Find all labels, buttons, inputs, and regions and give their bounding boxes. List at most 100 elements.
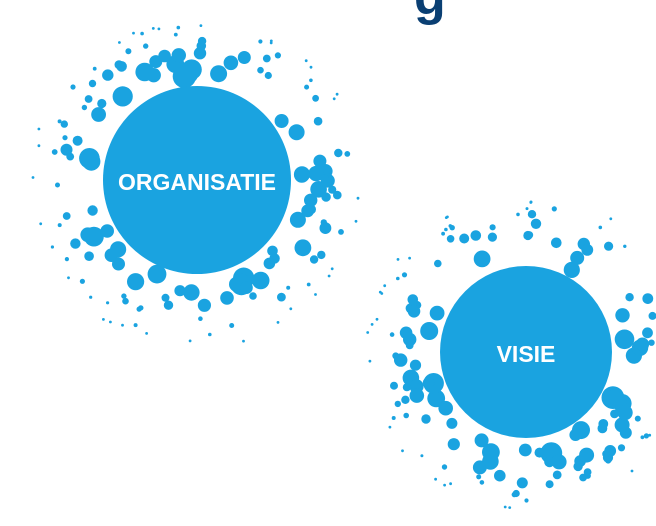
organisatie-dot <box>39 222 43 226</box>
organisatie-dot <box>37 127 41 131</box>
visie-dot <box>525 207 529 211</box>
organisatie-dot <box>183 284 200 301</box>
visie-dot <box>516 212 520 217</box>
organisatie-dot <box>317 250 326 260</box>
visie-dot <box>552 470 562 480</box>
organisatie-dot <box>116 61 127 72</box>
visie-dot <box>479 480 485 485</box>
organisatie-dot <box>57 223 62 228</box>
organisatie-dot <box>67 276 70 280</box>
visie-dot <box>409 388 425 403</box>
visie-dot <box>648 311 656 320</box>
visie-dot <box>388 425 392 429</box>
visie-dot <box>438 400 454 416</box>
organisatie-dot <box>197 36 207 46</box>
visie-dot <box>427 389 446 408</box>
visie-dot <box>408 256 411 260</box>
organisatie-circle[interactable] <box>103 86 291 274</box>
organisatie-dot <box>269 41 273 45</box>
visie-dot <box>545 480 554 489</box>
organisatie-dot <box>88 79 97 88</box>
visie-dot <box>444 227 448 232</box>
visie-dot <box>643 433 650 439</box>
visie-dot <box>420 454 424 458</box>
organisatie-dot <box>149 55 163 69</box>
visie-dot <box>447 438 460 451</box>
visie-dot <box>473 250 491 268</box>
organisatie-dot <box>267 245 278 257</box>
organisatie-dot <box>84 251 94 261</box>
visie-dot <box>527 210 537 219</box>
organisatie-dot <box>173 32 178 37</box>
visie-dot <box>642 327 653 339</box>
visie-dot <box>581 244 594 256</box>
visie-dot <box>551 237 562 249</box>
visie-dot <box>518 443 532 457</box>
organisatie-cluster: ORGANISATIE <box>31 24 360 343</box>
visie-dot <box>625 293 634 302</box>
visie-dot <box>391 416 396 420</box>
organisatie-dot <box>151 27 155 30</box>
organisatie-dot <box>193 47 207 60</box>
organisatie-dot <box>145 332 149 335</box>
organisatie-dot <box>330 267 334 271</box>
organisatie-dot <box>50 245 55 249</box>
organisatie-dot <box>91 107 106 122</box>
organisatie-dot <box>333 190 342 200</box>
visie-dot <box>368 359 372 363</box>
organisatie-dot <box>198 300 208 310</box>
organisatie-dot <box>304 84 310 90</box>
organisatie-dot <box>319 222 332 235</box>
visie-dot <box>401 449 404 453</box>
organisatie-dot <box>210 65 228 83</box>
visie-dot <box>604 445 617 457</box>
visie-dot <box>407 305 421 318</box>
organisatie-dot <box>92 66 97 71</box>
visie-dot <box>623 244 627 248</box>
organisatie-dot <box>143 43 149 49</box>
organisatie-dot <box>286 285 291 290</box>
visie-dot <box>402 383 411 392</box>
visie-dot <box>394 353 408 367</box>
organisatie-dot <box>132 31 135 35</box>
visie-dot <box>572 421 590 440</box>
visie-dot <box>508 506 512 509</box>
visie-dot <box>598 225 603 230</box>
organisatie-dot <box>106 301 110 305</box>
visie-dot <box>459 233 470 244</box>
visie-dot <box>383 284 387 288</box>
organisatie-dot <box>72 135 83 146</box>
organisatie-dot <box>51 149 58 155</box>
visie-dot <box>648 339 655 346</box>
organisatie-dot <box>294 167 310 183</box>
organisatie-dot <box>112 86 133 107</box>
organisatie-dot <box>174 285 186 297</box>
visie-dot <box>534 447 545 458</box>
visie-dot <box>516 477 528 489</box>
organisatie-dot <box>62 212 71 220</box>
organisatie-dot <box>309 255 319 264</box>
organisatie-dot <box>79 148 100 169</box>
visie-dot <box>489 224 496 231</box>
organisatie-dot <box>356 196 360 200</box>
visie-dot <box>526 231 534 239</box>
visie-dot <box>635 337 650 351</box>
organisatie-dot <box>223 55 239 71</box>
organisatie-dot <box>136 306 142 312</box>
visie-dot <box>617 405 633 421</box>
organisatie-dot <box>147 264 167 284</box>
organisatie-dot <box>66 152 75 161</box>
organisatie-dot <box>257 66 264 74</box>
organisatie-dot <box>97 98 107 109</box>
visie-dot <box>429 305 445 321</box>
organisatie-dot <box>140 31 144 36</box>
organisatie-dot <box>110 241 127 258</box>
organisatie-dot <box>289 211 306 228</box>
organisatie-dot <box>314 293 317 296</box>
visie-circle[interactable] <box>440 266 612 438</box>
organisatie-dot <box>338 229 344 235</box>
organisatie-dot <box>62 135 68 141</box>
organisatie-dot <box>64 257 69 262</box>
organisatie-dot <box>161 293 170 302</box>
